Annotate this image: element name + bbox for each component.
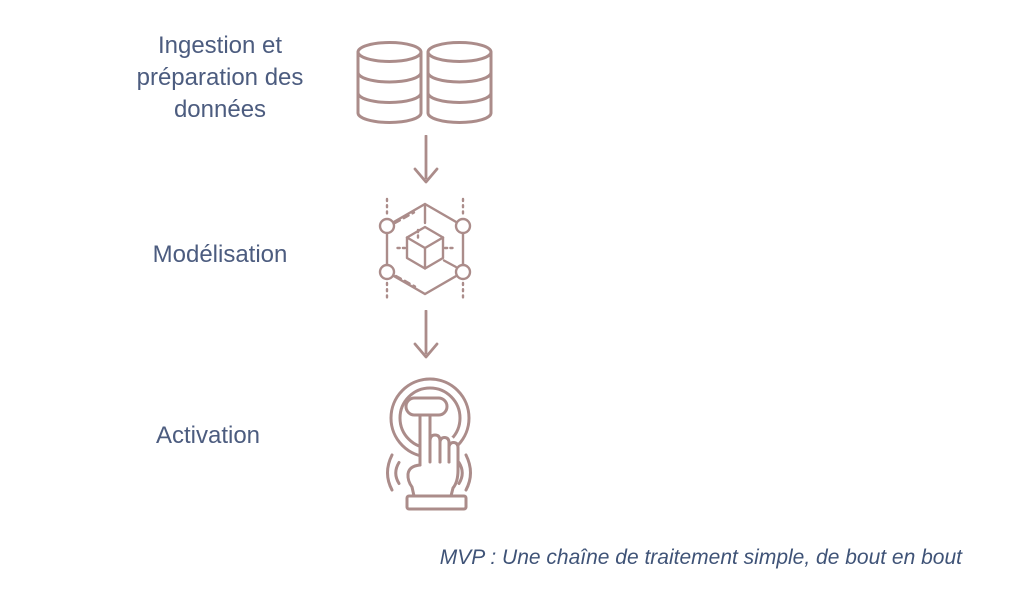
diagram-caption: MVP : Une chaîne de traitement simple, d… — [439, 546, 962, 569]
step-label-modelisation: Modélisation — [152, 241, 288, 268]
step-label-activation: Activation — [155, 422, 261, 449]
tap-hand-icon — [378, 375, 490, 513]
step-label-ingestion: Ingestion et préparation des données — [136, 32, 304, 123]
arrow-down-icon — [411, 310, 441, 362]
arrow-down-icon — [411, 135, 441, 187]
model-network-icon — [377, 196, 473, 308]
databases-icon — [355, 40, 495, 125]
